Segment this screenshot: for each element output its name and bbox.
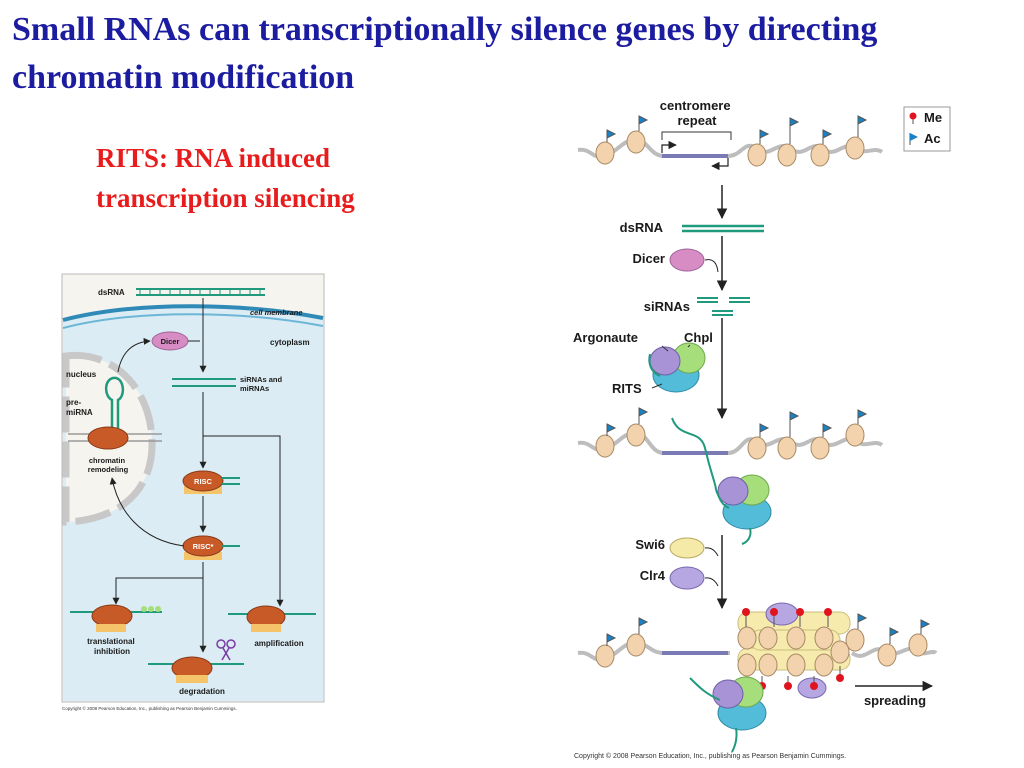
risc-star-label: RISC*	[193, 542, 214, 551]
argonaute-label: Argonaute	[573, 330, 638, 345]
nucleosome	[626, 423, 646, 447]
degradation-complex	[148, 656, 244, 683]
methyl-pins	[742, 608, 844, 690]
centromere-label-line2: repeat	[677, 113, 717, 128]
translational-inhibition-line2: inhibition	[94, 647, 130, 656]
right-copyright: Copyright © 2008 Pearson Education, Inc.…	[574, 753, 847, 760]
nucleosome	[877, 643, 897, 667]
left-copyright: Copyright © 2008 Pearson Education, Inc.…	[62, 706, 237, 711]
risc-complex	[182, 470, 240, 494]
sirnas-mirnas-line1: siRNAs and	[240, 375, 283, 384]
chpl-label: Chpl	[684, 330, 713, 345]
left-sirnas	[172, 378, 236, 387]
translational-inhibition-line1: translational	[87, 637, 135, 646]
pre-mirna-label: pre- miRNA	[66, 398, 93, 417]
cytoplasm-label: cytoplasm	[270, 338, 310, 347]
rits-subtitle: RITS: RNA induced transcription silencin…	[96, 143, 355, 213]
acetyl-flags	[606, 613, 931, 646]
nucleosome	[626, 130, 646, 154]
chromatin-remodeling-line1: chromatin	[89, 456, 126, 465]
chromatin-remodeling-line2: remodeling	[88, 465, 129, 474]
rits-complex-bound	[717, 474, 772, 530]
swi6-label: Swi6	[635, 537, 665, 552]
cell-membrane-label: cell membrane	[250, 308, 303, 317]
sirnas-mirnas-line2: miRNAs	[240, 384, 269, 393]
translational-inhibition-label: translational inhibition	[87, 637, 137, 656]
left-dsrna-label: dsRNA	[98, 288, 125, 297]
centromere-label-line1: centromere	[660, 98, 731, 113]
nucleosome	[626, 633, 646, 657]
methyl-pin-icon	[909, 112, 917, 124]
swi6-protein	[669, 537, 705, 559]
nucleosome	[595, 644, 615, 668]
clr4-protein	[669, 566, 705, 590]
nucleosome	[747, 143, 767, 167]
acetyl-flags	[606, 407, 868, 437]
chromatin-row-3-heterochromatin	[577, 602, 938, 753]
dsrna-duplex	[682, 224, 764, 233]
dicer-enzyme	[669, 248, 705, 272]
nucleosome-stack	[737, 626, 850, 677]
sirnas-mirnas-label: siRNAs and miRNAs	[240, 375, 284, 393]
nucleosome	[810, 143, 830, 167]
pre-mirna-hairpin	[104, 376, 125, 428]
chromatin-row-1	[577, 115, 884, 171]
rits-complex	[648, 342, 706, 393]
left-dicer-label: Dicer	[161, 337, 180, 346]
rits-complex-bound	[712, 676, 767, 731]
nucleosome	[908, 633, 928, 657]
sirna-duplexes	[697, 297, 750, 316]
nucleosome	[595, 434, 615, 458]
pre-mirna-line2: miRNA	[66, 408, 93, 417]
legend-me-label: Me	[924, 110, 942, 125]
legend: Me Ac	[903, 106, 951, 152]
pre-mirna-line1: pre-	[66, 398, 81, 407]
nucleosome	[845, 628, 865, 652]
sirnas-label: siRNAs	[644, 299, 690, 314]
acetyl-flags	[606, 115, 868, 144]
dsrna-label: dsRNA	[620, 220, 664, 235]
chromatin-remodeling-label: chromatin remodeling	[88, 456, 129, 474]
translational-inhibition-complex	[70, 604, 162, 632]
left-dsrna-rungs	[139, 289, 261, 295]
chromatin-remodeling-complex	[87, 426, 129, 450]
nucleosome	[810, 436, 830, 460]
clr4-label: Clr4	[640, 568, 666, 583]
scissors-icon	[216, 639, 236, 661]
rnai-cell-figure: dsRNA cell membrane cytoplasm Dicer siRN…	[61, 273, 325, 703]
rits-label: RITS	[612, 381, 642, 396]
nucleosome	[777, 436, 797, 460]
nucleus-label: nucleus	[66, 370, 97, 379]
spreading-label: spreading	[864, 693, 926, 708]
legend-ac-label: Ac	[924, 131, 941, 146]
nucleosome	[845, 423, 865, 447]
degradation-label: degradation	[179, 687, 225, 696]
nucleosome	[595, 141, 615, 165]
chromatin-row-2	[577, 407, 884, 545]
slide-title: Small RNAs can transcriptionally silence…	[12, 11, 878, 96]
centromere-repeat-label: centromere repeat	[660, 98, 734, 128]
risc-label: RISC	[194, 477, 213, 486]
amplification-label: amplification	[254, 639, 303, 648]
amplification-complex	[228, 605, 316, 632]
nucleosome	[777, 143, 797, 167]
dicer-label: Dicer	[632, 251, 665, 266]
nucleosome	[845, 136, 865, 160]
rits-pathway-figure: Me Ac centromere repeat	[573, 98, 951, 753]
nucleosome	[747, 436, 767, 460]
acetyl-flag-icon	[909, 133, 918, 145]
